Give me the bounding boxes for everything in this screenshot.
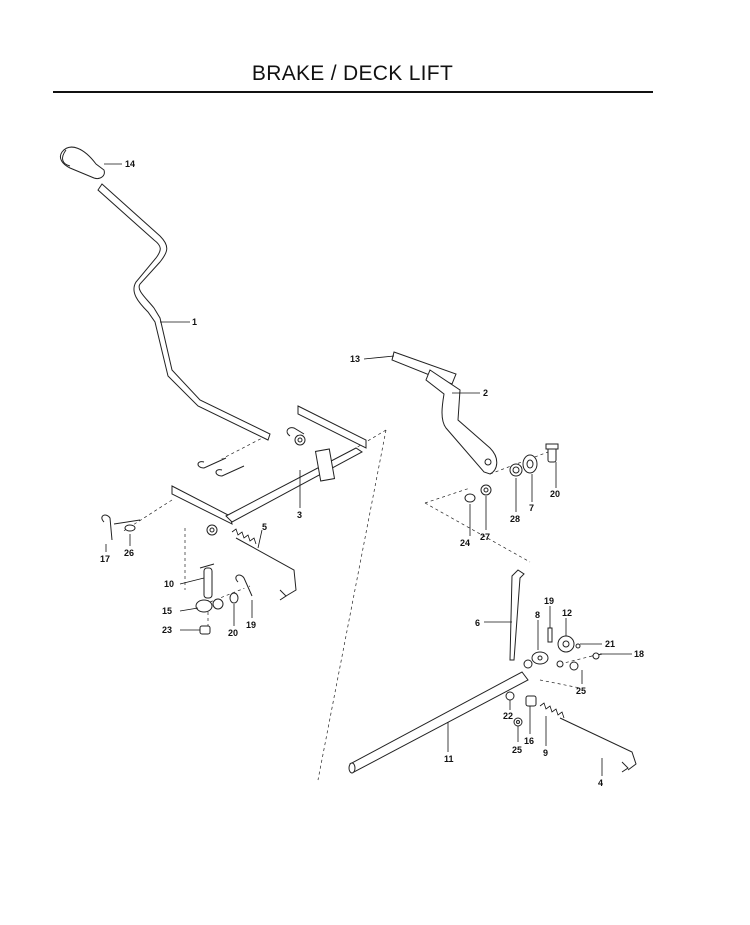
label-part-11: 11 bbox=[444, 754, 454, 764]
label-part-19-right: 19 bbox=[544, 596, 554, 606]
label-part-7: 7 bbox=[529, 503, 534, 513]
brake-cam-hardware bbox=[505, 627, 603, 727]
label-part-12: 12 bbox=[562, 608, 572, 618]
label-part-2: 2 bbox=[483, 388, 488, 398]
label-part-17: 17 bbox=[100, 554, 110, 564]
label-part-21: 21 bbox=[605, 639, 615, 649]
leader-lines bbox=[104, 163, 632, 776]
label-part-14: 14 bbox=[125, 159, 135, 169]
label-part-6: 6 bbox=[475, 618, 480, 628]
label-part-25-upper: 25 bbox=[576, 686, 586, 696]
small-parts-left bbox=[101, 514, 253, 635]
label-part-26: 26 bbox=[124, 548, 134, 558]
page-title: BRAKE / DECK LIFT bbox=[251, 62, 454, 85]
label-part-19-left: 19 bbox=[246, 620, 256, 630]
spring-rod-rear bbox=[539, 702, 637, 773]
label-part-4: 4 bbox=[598, 778, 603, 788]
label-part-8: 8 bbox=[535, 610, 540, 620]
label-part-9: 9 bbox=[543, 748, 548, 758]
label-part-1: 1 bbox=[192, 317, 197, 327]
label-part-22: 22 bbox=[503, 711, 513, 721]
brake-pedal bbox=[391, 351, 498, 475]
label-part-27: 27 bbox=[480, 532, 490, 542]
lift-handle-rod bbox=[97, 183, 271, 441]
title-rule bbox=[53, 91, 653, 93]
label-part-25-lower: 25 bbox=[512, 745, 522, 755]
label-part-5: 5 bbox=[262, 522, 267, 532]
handle-grip bbox=[59, 146, 105, 179]
label-part-18: 18 bbox=[634, 649, 644, 659]
brake-rod bbox=[509, 569, 525, 661]
deck-lift-shaft bbox=[171, 405, 367, 536]
label-part-15: 15 bbox=[162, 606, 172, 616]
label-part-23: 23 bbox=[162, 625, 172, 635]
label-part-28: 28 bbox=[510, 514, 520, 524]
assembly-dashed-lines bbox=[121, 429, 601, 781]
pivot-hardware bbox=[464, 443, 559, 503]
label-part-20-left: 20 bbox=[228, 628, 238, 638]
part-number-labels: 14 1 13 2 3 5 17 26 10 15 23 20 19 24 27… bbox=[100, 159, 644, 788]
label-part-10: 10 bbox=[164, 579, 174, 589]
label-part-3: 3 bbox=[297, 510, 302, 520]
spring-rod-front bbox=[231, 528, 297, 601]
label-part-13: 13 bbox=[350, 354, 360, 364]
brake-shaft bbox=[348, 659, 533, 774]
label-part-16: 16 bbox=[524, 736, 534, 746]
hairpin-clips-upper bbox=[197, 427, 305, 477]
label-part-24: 24 bbox=[460, 538, 470, 548]
label-part-20-right: 20 bbox=[550, 489, 560, 499]
